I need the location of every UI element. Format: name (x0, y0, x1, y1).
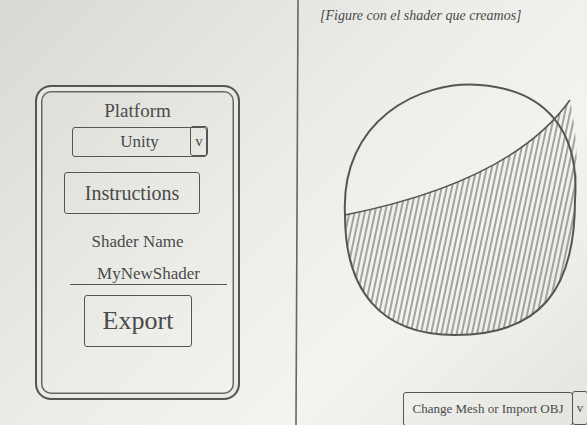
platform-dropdown: Unity v (72, 127, 207, 157)
node-text: Platform (37, 101, 238, 122)
export-button: Export (84, 295, 192, 347)
node-text: Unity (120, 133, 159, 152)
dropdown-arrow: v (190, 126, 208, 156)
node-text: v (577, 401, 584, 415)
figure-note: [Figure con el shader que creamos] (320, 8, 522, 24)
node-text: Shader Name (37, 233, 238, 252)
node-text: v (195, 133, 203, 150)
preview-sphere (345, 85, 576, 335)
mesh-dropdown: Change Mesh or Import OBJv (403, 392, 573, 425)
shaded-region (345, 100, 577, 335)
dropdown-arrow: v (572, 391, 587, 425)
node-text: Change Mesh or Import OBJ (413, 402, 564, 416)
node-text: MyNewShader (97, 265, 200, 284)
shade-edge (345, 100, 570, 215)
shader-name-field: MyNewShader (70, 257, 227, 285)
node-text: Export (103, 307, 174, 336)
settings-panel: PlatformShader Name Unity vInstructionsMyN… (35, 85, 240, 400)
divider-line (296, 0, 298, 425)
instructions-button: Instructions (64, 172, 200, 214)
node-text: Instructions (85, 182, 179, 204)
